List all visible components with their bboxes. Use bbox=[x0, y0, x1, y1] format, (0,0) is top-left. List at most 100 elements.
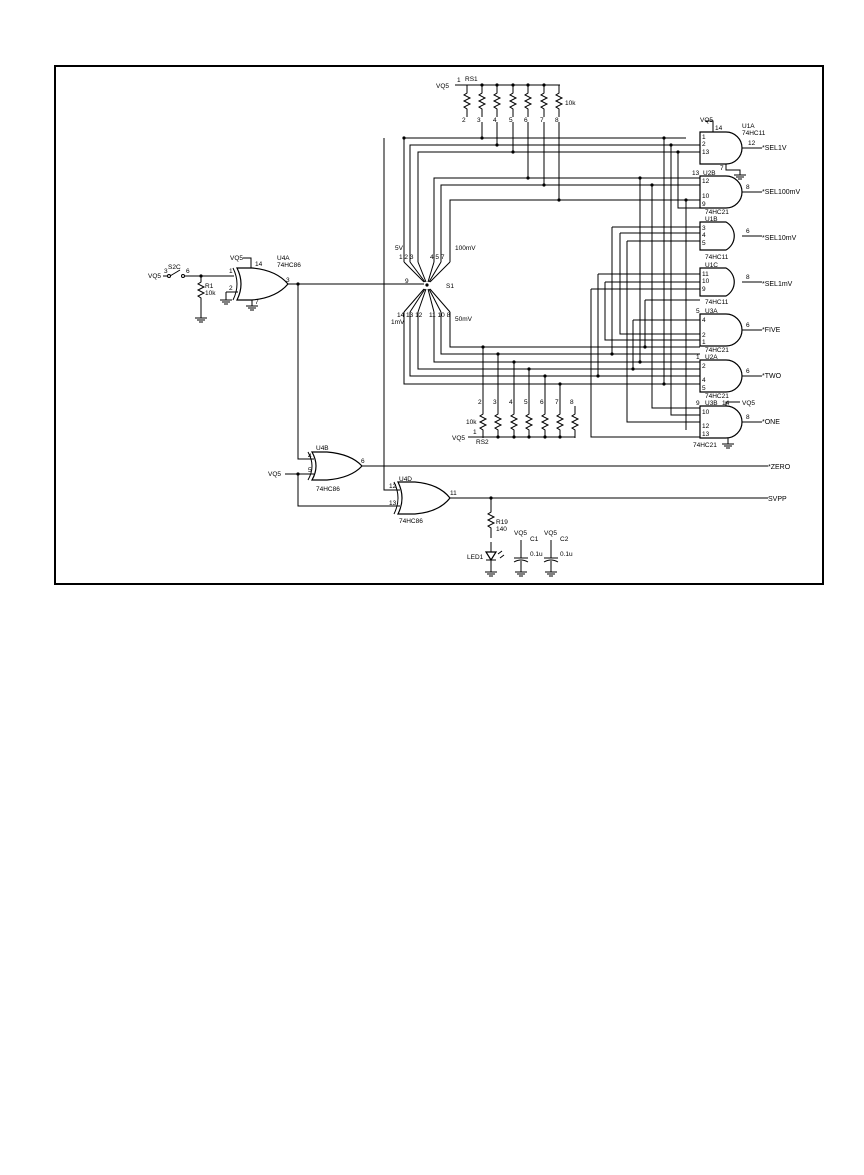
resistor-r1-label: R1 bbox=[205, 283, 214, 290]
svg-text:0.1u: 0.1u bbox=[530, 551, 543, 558]
svg-text:74HC21: 74HC21 bbox=[705, 393, 729, 400]
svg-text:6: 6 bbox=[746, 368, 750, 375]
svg-text:5: 5 bbox=[702, 240, 706, 247]
led1-label: LED1 bbox=[467, 554, 484, 561]
gate-u2b-label: U2B bbox=[703, 170, 716, 177]
svg-text:74HC11: 74HC11 bbox=[705, 254, 729, 261]
svg-text:74HC21: 74HC21 bbox=[705, 209, 729, 216]
resistor-r19-label: R19 bbox=[496, 519, 508, 526]
svg-text:7: 7 bbox=[255, 299, 259, 306]
rs2-value: 10k bbox=[466, 419, 477, 426]
and-gate-u3a: U3A 5 421 6 74HC21 bbox=[696, 308, 762, 354]
and-gate-u1b: U1B 345 6 74HC11 bbox=[699, 216, 762, 261]
schematic-frame bbox=[54, 65, 824, 585]
svg-text:14: 14 bbox=[255, 261, 263, 268]
svg-text:6: 6 bbox=[524, 117, 528, 124]
svg-text:13: 13 bbox=[702, 149, 710, 156]
svg-text:2: 2 bbox=[702, 332, 706, 339]
output-labels: *SEL1V *SEL100mV *SEL10mV *SEL1mV *FIVE … bbox=[762, 145, 800, 426]
svg-text:1: 1 bbox=[229, 268, 233, 275]
svg-text:3: 3 bbox=[702, 225, 706, 232]
svg-text:7: 7 bbox=[720, 165, 724, 172]
svg-text:VQ5: VQ5 bbox=[514, 530, 527, 537]
rs1-value: 10k bbox=[565, 100, 576, 107]
svg-text:9: 9 bbox=[696, 400, 700, 407]
switch-50mv-label: 50mV bbox=[455, 316, 473, 323]
svg-text:10: 10 bbox=[702, 193, 710, 200]
xor-gate-u4b: U4B 45 6 74HC86 VQ5 *ZERO bbox=[268, 284, 791, 493]
svg-text:2: 2 bbox=[702, 141, 706, 148]
svg-text:6: 6 bbox=[540, 399, 544, 406]
gate-u4d-label: U4D bbox=[399, 476, 412, 483]
svg-text:9: 9 bbox=[702, 286, 706, 293]
svg-text:8: 8 bbox=[746, 414, 750, 421]
svg-text:5: 5 bbox=[308, 467, 312, 474]
svg-text:5: 5 bbox=[702, 385, 706, 392]
svg-text:5: 5 bbox=[696, 308, 700, 315]
output-zero: *ZERO bbox=[768, 464, 791, 471]
output-sel1mv: *SEL1mV bbox=[762, 281, 793, 288]
rs1-label: RS1 bbox=[465, 76, 478, 83]
svg-text:8: 8 bbox=[746, 274, 750, 281]
svg-text:8: 8 bbox=[746, 184, 750, 191]
capacitor-c1-label: C1 bbox=[530, 536, 539, 543]
svg-text:6: 6 bbox=[746, 322, 750, 329]
capacitor-c2: VQ5 C2 0.1u bbox=[543, 530, 573, 577]
gate-u4a-label: U4A bbox=[277, 255, 290, 262]
svg-text:10: 10 bbox=[702, 278, 710, 285]
svg-text:74HC86: 74HC86 bbox=[277, 262, 301, 269]
svg-text:13: 13 bbox=[389, 500, 397, 507]
svg-text:12: 12 bbox=[702, 423, 710, 430]
svg-text:4: 4 bbox=[308, 453, 312, 460]
switch-5v-label: 5V bbox=[395, 245, 404, 252]
svg-text:VQ5: VQ5 bbox=[544, 530, 557, 537]
svg-text:7: 7 bbox=[555, 399, 559, 406]
switch-wiring-top bbox=[402, 122, 700, 262]
svg-text:2: 2 bbox=[702, 363, 706, 370]
svg-text:VQ5: VQ5 bbox=[230, 255, 243, 262]
switch-bottom-pins-right: 11 10 8 bbox=[429, 312, 451, 319]
svg-text:1: 1 bbox=[702, 134, 706, 141]
switch-top-pins-left: 1 2 3 bbox=[399, 254, 414, 261]
switch-top-pins-right: 4 5 7 bbox=[430, 254, 445, 261]
svg-text:11: 11 bbox=[702, 271, 709, 278]
svg-text:0.1u: 0.1u bbox=[560, 551, 573, 558]
svg-text:3: 3 bbox=[286, 277, 290, 284]
svg-text:74HC21: 74HC21 bbox=[693, 442, 717, 449]
svg-text:4: 4 bbox=[702, 232, 706, 239]
svg-text:74HC11: 74HC11 bbox=[742, 130, 766, 137]
switch-common-pin: 9 bbox=[405, 278, 409, 285]
gate-u2a-label: U2A bbox=[705, 354, 718, 361]
rs1-supply-label: VQ5 bbox=[436, 83, 449, 90]
svg-text:12: 12 bbox=[389, 483, 397, 490]
gate-u1c-label: U1C bbox=[705, 262, 718, 269]
switch-s1-label: S1 bbox=[446, 283, 454, 290]
svg-text:1: 1 bbox=[702, 339, 706, 346]
svg-text:8: 8 bbox=[555, 117, 559, 124]
svg-text:14: 14 bbox=[722, 400, 730, 407]
rs2-supply-label: VQ5 bbox=[452, 435, 465, 442]
rotary-switch-s1: 5V 100mV 1 2 3 4 5 7 14 13 12 11 10 8 1m… bbox=[391, 245, 476, 326]
output-five: *FIVE bbox=[762, 327, 781, 334]
output-svpp: SVPP bbox=[768, 496, 787, 503]
svg-text:2: 2 bbox=[478, 399, 482, 406]
output-sel1v: *SEL1V bbox=[762, 145, 787, 152]
gate-u4b-label: U4B bbox=[316, 445, 329, 452]
led-indicator: R19 140 LED1 bbox=[467, 498, 508, 577]
switch-100mv-label: 100mV bbox=[455, 245, 476, 252]
svg-text:3: 3 bbox=[164, 268, 168, 275]
switch-s2c-label: S2C bbox=[168, 264, 181, 271]
output-one: *ONE bbox=[762, 419, 780, 426]
svg-text:5: 5 bbox=[524, 399, 528, 406]
gate-u3b-label: U3B bbox=[705, 400, 718, 407]
svg-text:6: 6 bbox=[186, 268, 190, 275]
svg-text:1: 1 bbox=[473, 429, 477, 436]
svg-text:74HC11: 74HC11 bbox=[705, 299, 729, 306]
